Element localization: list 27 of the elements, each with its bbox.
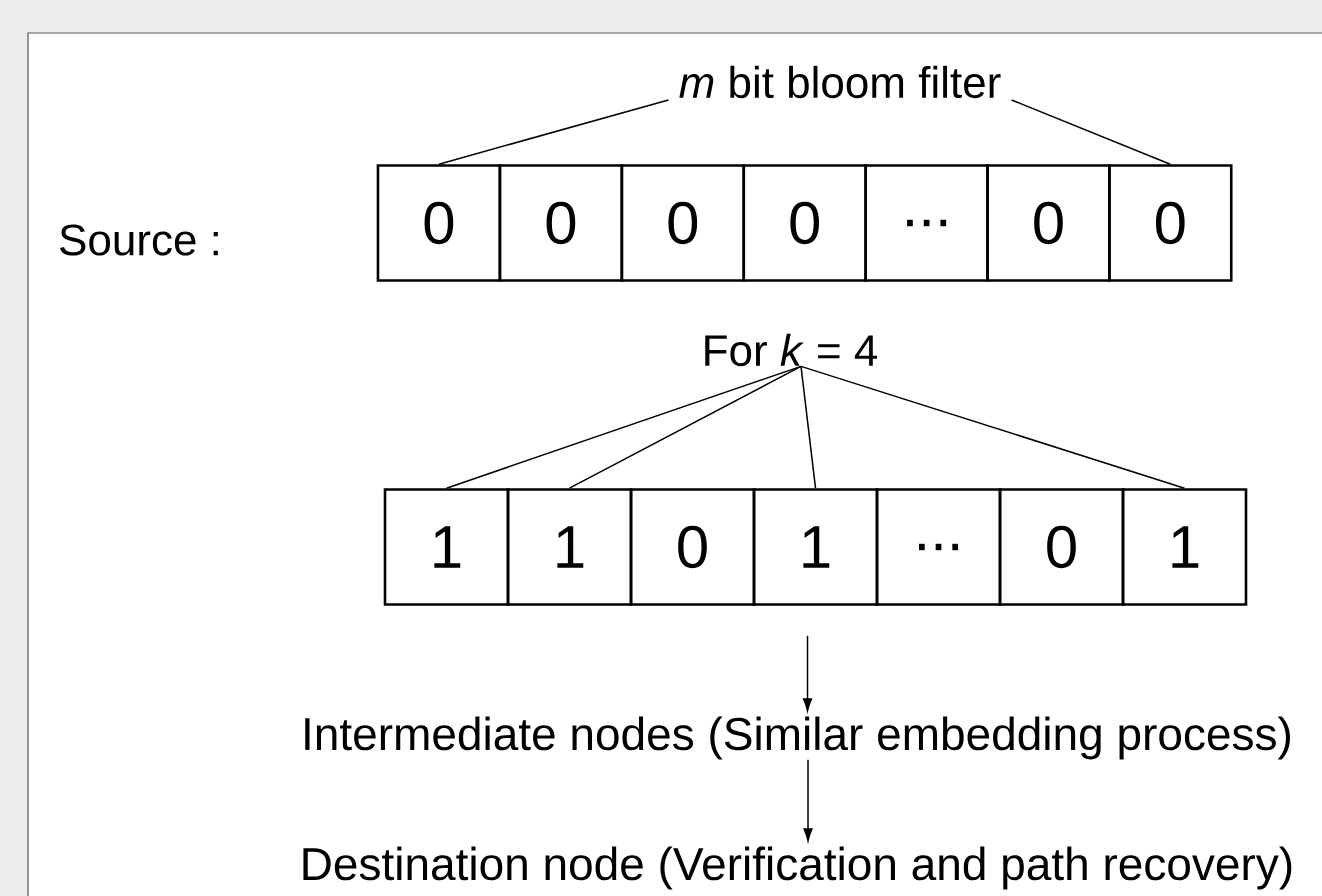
bit-cell: 0 <box>620 164 746 282</box>
caption-text: Intermediate nodes (Similar embedding process) <box>305 716 1290 760</box>
connector-line <box>800 365 1186 489</box>
row-label: Source : <box>60 224 218 256</box>
bit-cell: ... <box>864 164 989 282</box>
bit-cell: 0 <box>986 164 1111 282</box>
bit-cell: 0 <box>1108 164 1233 282</box>
bit-cell: 1 <box>383 488 510 606</box>
bit-cell: 0 <box>742 164 867 282</box>
caption-text: Destination node (Verification and path recovery) <box>303 846 1292 890</box>
bit-cell: ... <box>875 488 1002 606</box>
connector-line <box>1010 99 1172 165</box>
arrow <box>802 635 813 712</box>
arrow <box>803 758 813 842</box>
connector-line <box>568 365 802 489</box>
bit-cell: 0 <box>998 488 1125 606</box>
bit-cell: 0 <box>629 488 756 606</box>
bit-cell: 1 <box>506 488 633 606</box>
connector-line <box>438 99 670 165</box>
bit-cell: 1 <box>752 488 879 606</box>
caption-text: For k = 4 <box>705 333 877 367</box>
bit-cell: 0 <box>376 164 502 282</box>
bit-cell: 1 <box>1121 488 1248 606</box>
caption-text: m bit bloom filter <box>679 65 1001 99</box>
connector-line <box>445 365 802 489</box>
connector-line <box>800 365 817 489</box>
bit-cell: 0 <box>498 164 624 282</box>
